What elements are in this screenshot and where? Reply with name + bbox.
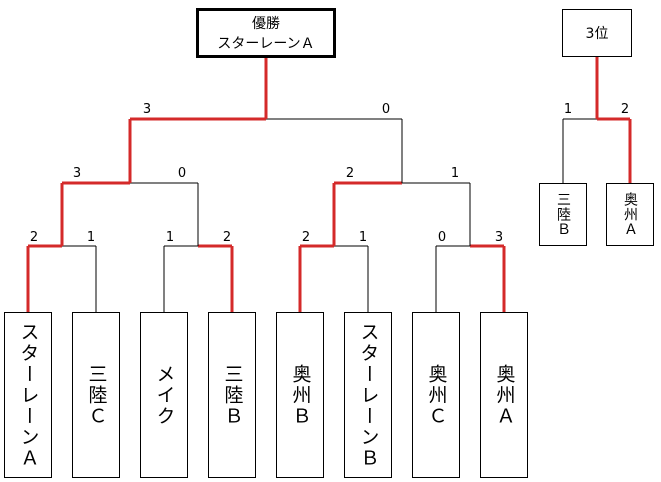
team-box: 三陸Ｃ bbox=[72, 312, 120, 478]
team-name: 奥州Ｃ bbox=[425, 363, 448, 427]
team-name: 三陸Ｂ bbox=[221, 363, 244, 427]
round1-score: 2 bbox=[29, 230, 39, 245]
round1-score: 1 bbox=[86, 230, 96, 245]
team-box: 奥州Ａ bbox=[480, 312, 528, 478]
round1-score: 0 bbox=[437, 230, 447, 245]
third-place-score: 2 bbox=[620, 102, 630, 117]
team-box: 三陸Ｂ bbox=[208, 312, 256, 478]
third-place-score: 1 bbox=[563, 102, 573, 117]
team-name: スターレーンＡ bbox=[17, 321, 40, 469]
team-box: スターレーンＢ bbox=[344, 312, 392, 478]
team-name: 三陸Ｃ bbox=[85, 363, 108, 427]
round1-score: 2 bbox=[222, 230, 232, 245]
round1-score: 3 bbox=[494, 230, 504, 245]
third-place-box: 3位 bbox=[562, 9, 632, 57]
champion-box: 優勝 スターレーンＡ bbox=[196, 8, 336, 58]
champion-name: スターレーンＡ bbox=[217, 36, 315, 52]
team-box: 奥州Ｂ bbox=[276, 312, 324, 478]
final-score-left: 3 bbox=[142, 102, 152, 117]
final-score-right: 0 bbox=[381, 102, 391, 117]
round1-score: 2 bbox=[301, 230, 311, 245]
semi-score: 0 bbox=[177, 166, 187, 181]
team-name: スターレーンＢ bbox=[357, 321, 380, 469]
semi-score: 1 bbox=[450, 166, 460, 181]
team-box: メイク bbox=[140, 312, 188, 478]
team-name: メイク bbox=[153, 363, 176, 427]
round1-score: 1 bbox=[358, 230, 368, 245]
team-name: 三陸Ｂ bbox=[555, 192, 571, 237]
team-name: 奥州Ａ bbox=[622, 192, 638, 237]
team-name: 奥州Ｂ bbox=[289, 363, 312, 427]
third-place-team-box: 奥州Ａ bbox=[606, 183, 654, 246]
semi-score: 2 bbox=[345, 166, 355, 181]
champion-title: 優勝 bbox=[252, 16, 280, 32]
third-place-team-box: 三陸Ｂ bbox=[539, 183, 587, 246]
team-box: スターレーンＡ bbox=[4, 312, 52, 478]
semi-score: 3 bbox=[72, 166, 82, 181]
team-box: 奥州Ｃ bbox=[412, 312, 460, 478]
team-name: 奥州Ａ bbox=[493, 363, 516, 427]
third-place-title: 3位 bbox=[585, 26, 609, 42]
round1-score: 1 bbox=[165, 230, 175, 245]
